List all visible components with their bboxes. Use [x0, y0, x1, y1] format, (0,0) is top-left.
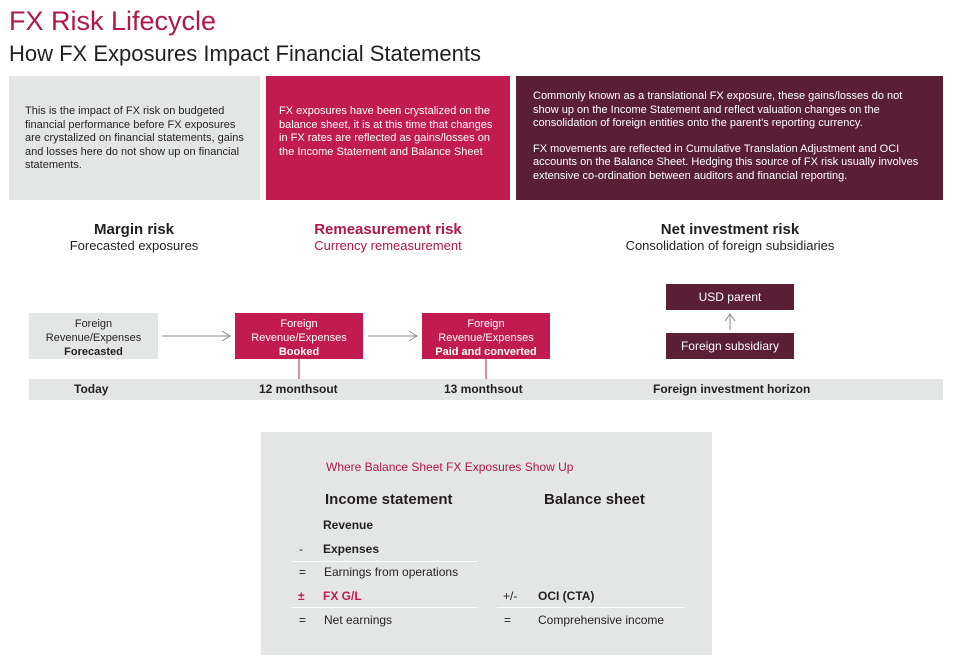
margin-risk-heading: Margin risk Forecasted exposures — [29, 221, 239, 253]
net-investment-risk-heading: Net investment risk Consolidation of for… — [580, 221, 880, 253]
page-subtitle: How FX Exposures Impact Financial Statem… — [9, 41, 481, 66]
income-row-fx-gl: FX G/L — [323, 589, 362, 603]
balance-sheet-exposure-table — [261, 432, 712, 655]
box-line-2: Revenue/Expenses — [438, 332, 534, 344]
timeline-bar — [29, 379, 943, 400]
income-row-expenses: Expenses — [323, 542, 380, 556]
balance-op-plusminus: +/- — [503, 589, 518, 603]
page-title: FX Risk Lifecycle — [9, 6, 217, 36]
income-op-equals: = — [299, 565, 307, 579]
timeline-13-months: 13 monthsout — [444, 382, 523, 396]
margin-risk-subtitle: Forecasted exposures — [69, 238, 199, 253]
remeasurement-risk-description: FX exposures have been crystalized on th… — [279, 105, 493, 158]
income-row-earnings: Earnings from operations — [324, 565, 459, 579]
box-line-2: Revenue/Expenses — [251, 332, 347, 344]
margin-risk-description-panel: This is the impact of FX risk on budgete… — [9, 76, 260, 200]
timeline-today: Today — [74, 382, 109, 396]
margin-risk-description: This is the impact of FX risk on budgete… — [25, 105, 244, 171]
box-status: Booked — [278, 346, 320, 358]
balance-op-equals: = — [504, 613, 512, 627]
box-line-1: Foreign — [280, 318, 318, 330]
timeline-horizon: Foreign investment horizon — [653, 382, 811, 396]
paid-exposure-box: Foreign Revenue/Expenses Paid and conver… — [422, 313, 550, 359]
net-investment-risk-subtitle: Consolidation of foreign subsidiaries — [625, 238, 835, 253]
arrowhead-forecasted-to-booked — [221, 330, 231, 342]
income-op-plusminus: ± — [298, 589, 305, 603]
net-investment-risk-description-panel: Commonly known as a translational FX exp… — [516, 76, 943, 200]
forecasted-exposure-box: Foreign Revenue/Expenses Forecasted — [29, 313, 158, 359]
remeasurement-risk-description-panel: FX exposures have been crystalized on th… — [266, 76, 510, 200]
row-divider — [497, 607, 684, 608]
balance-row-oci: OCI (CTA) — [538, 589, 595, 603]
box-status: Paid and converted — [435, 346, 537, 358]
balance-sheet-header: Balance sheet — [544, 491, 645, 508]
income-statement-header: Income statement — [325, 491, 453, 508]
usd-parent-box: USD parent — [666, 284, 794, 310]
box-status: Forecasted — [64, 346, 123, 358]
box-line-1: Foreign — [467, 318, 505, 330]
booked-exposure-box: Foreign Revenue/Expenses Booked — [235, 313, 363, 359]
net-investment-risk-title: Net investment risk — [660, 221, 800, 238]
box-line-2: Revenue/Expenses — [45, 332, 142, 344]
timeline-12-months: 12 monthsout — [259, 382, 338, 396]
remeasurement-risk-subtitle: Currency remeasurement — [314, 238, 462, 253]
remeasurement-risk-title: Remeasurement risk — [314, 221, 462, 238]
arrowhead-subsidiary-to-parent — [724, 313, 736, 322]
table-title: Where Balance Sheet FX Exposures Show Up — [326, 460, 574, 474]
foreign-subsidiary-box: Foreign subsidiary — [666, 333, 794, 359]
arrowhead-booked-to-paid — [408, 330, 418, 342]
net-investment-description-p2: FX movements are reflected in Cumulative… — [533, 142, 919, 182]
box-line-1: Foreign — [74, 318, 113, 330]
balance-row-comprehensive-income: Comprehensive income — [538, 613, 665, 627]
remeasurement-risk-heading: Remeasurement risk Currency remeasuremen… — [268, 221, 508, 253]
row-divider — [292, 561, 477, 562]
margin-risk-title: Margin risk — [93, 221, 175, 238]
income-op-minus: - — [299, 542, 303, 556]
net-investment-description-p1: Commonly known as a translational FX exp… — [533, 90, 903, 129]
income-op-equals: = — [299, 613, 307, 627]
income-row-net-earnings: Net earnings — [324, 613, 393, 627]
row-divider — [292, 607, 477, 608]
income-row-revenue: Revenue — [323, 518, 374, 532]
